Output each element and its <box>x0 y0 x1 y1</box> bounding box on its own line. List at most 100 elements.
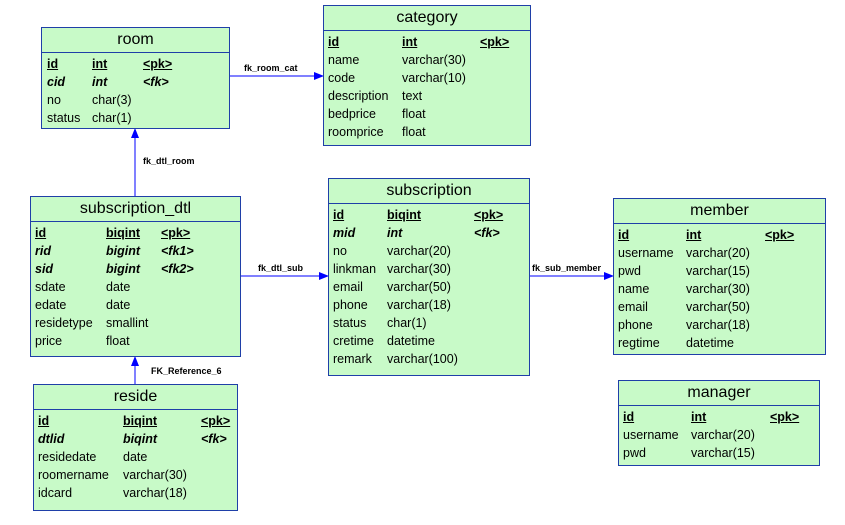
entity-title: subscription <box>329 179 529 204</box>
attribute-row: email varchar(50) <box>329 278 529 296</box>
attribute-type: text <box>402 89 423 103</box>
fk-room-cat-label: fk_room_cat <box>244 63 298 73</box>
attribute-type: varchar(30) <box>123 468 187 482</box>
attribute-type: datetime <box>387 334 435 348</box>
attribute-type: float <box>402 125 426 139</box>
attribute-type: bigint <box>106 244 141 258</box>
attribute-key: <fk2> <box>161 262 194 276</box>
attribute-name: status <box>333 316 367 330</box>
fk-dtl-sub-label: fk_dtl_sub <box>258 263 304 273</box>
attribute-key: <pk> <box>480 35 510 49</box>
attribute-type: varchar(15) <box>686 264 750 278</box>
attribute-row: bedprice float <box>324 105 530 123</box>
attribute-name: no <box>333 244 347 258</box>
attribute-name: id <box>35 226 47 240</box>
attribute-row: sid bigint <fk2> <box>31 260 240 278</box>
attribute-type: varchar(18) <box>686 318 750 332</box>
attribute-type: char(3) <box>92 93 132 107</box>
attribute-key: <fk> <box>474 226 500 240</box>
attribute-row: description text <box>324 87 530 105</box>
attribute-type: biqint <box>387 208 422 222</box>
attribute-name: code <box>328 71 356 85</box>
attribute-type: varchar(18) <box>387 298 451 312</box>
attribute-key: <fk> <box>201 432 227 446</box>
attribute-type: date <box>106 298 131 312</box>
attribute-name: bedprice <box>328 107 376 121</box>
attribute-type: varchar(30) <box>686 282 750 296</box>
attribute-key: <pk> <box>770 410 800 424</box>
entity-title: subscription_dtl <box>31 197 240 222</box>
attribute-name: name <box>328 53 360 67</box>
attribute-name: description <box>328 89 389 103</box>
attribute-type: biqint <box>123 432 158 446</box>
attribute-type: float <box>402 107 426 121</box>
attribute-row: rid bigint <fk1> <box>31 242 240 260</box>
attribute-type: int <box>686 228 702 242</box>
attribute-name: mid <box>333 226 356 240</box>
attribute-name: residedate <box>38 450 97 464</box>
attribute-row: id biqint <pk> <box>329 206 529 224</box>
attribute-name: phone <box>333 298 368 312</box>
attribute-row: no varchar(20) <box>329 242 529 260</box>
attribute-type: datetime <box>686 336 734 350</box>
attribute-row: regtime datetime <box>614 334 825 352</box>
attribute-type: date <box>106 280 131 294</box>
attribute-row: cretime datetime <box>329 332 529 350</box>
attribute-row: id int <pk> <box>619 408 819 426</box>
attribute-name: pwd <box>618 264 641 278</box>
attribute-name: regtime <box>618 336 660 350</box>
attribute-key: <fk1> <box>161 244 194 258</box>
attribute-name: sdate <box>35 280 66 294</box>
attribute-type: int <box>92 75 108 89</box>
attribute-name: dtlid <box>38 432 65 446</box>
attribute-name: id <box>333 208 345 222</box>
attribute-row: username varchar(20) <box>614 244 825 262</box>
attribute-name: phone <box>618 318 653 332</box>
attribute-name: cretime <box>333 334 374 348</box>
entity-title: member <box>614 199 825 224</box>
attribute-name: email <box>333 280 363 294</box>
attribute-type: int <box>691 410 707 424</box>
attribute-name: sid <box>35 262 54 276</box>
attribute-name: residetype <box>35 316 93 330</box>
attribute-name: id <box>623 410 635 424</box>
attribute-name: username <box>618 246 674 260</box>
attribute-type: varchar(50) <box>387 280 451 294</box>
attribute-name: rid <box>35 244 51 258</box>
attribute-name: pwd <box>623 446 646 460</box>
attribute-name: status <box>47 111 81 125</box>
attribute-type: int <box>402 35 418 49</box>
attribute-name: name <box>618 282 650 296</box>
attribute-type: varchar(20) <box>686 246 750 260</box>
attribute-type: date <box>123 450 148 464</box>
attribute-type: bigint <box>106 262 141 276</box>
attribute-type: biqint <box>123 414 158 428</box>
attribute-type: biqint <box>106 226 141 240</box>
attribute-key: <pk> <box>474 208 504 222</box>
entity-title: manager <box>619 381 819 406</box>
attribute-name: id <box>38 414 50 428</box>
attribute-type: varchar(20) <box>387 244 451 258</box>
attribute-type: varchar(20) <box>691 428 755 442</box>
